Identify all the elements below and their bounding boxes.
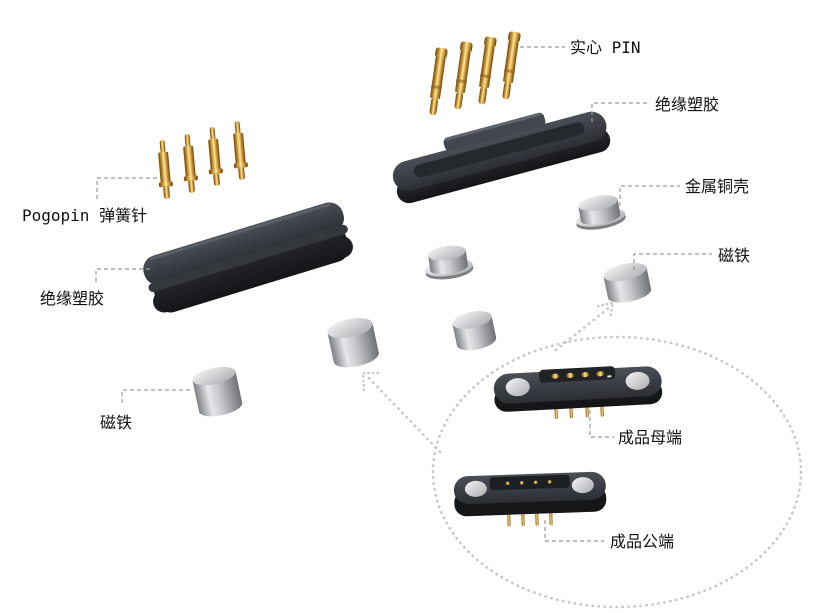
pogo-pin [230,120,250,181]
magnet-left [192,366,243,417]
pogo-pin [205,126,225,187]
copper-shell-center [425,245,474,280]
magnet-bottom-edge [456,332,497,351]
magnet-top-face [452,311,492,329]
guide-arrow-to-magnet-left [361,371,442,454]
connector-contact-insert [489,474,570,491]
solid-pins [426,31,521,117]
label-insulator-left: 绝缘塑胶 [40,289,104,308]
pogo-pin [155,139,175,200]
contact-dot [547,480,552,484]
connector-magnet-face [505,378,530,397]
callout-line-male-finished [544,520,604,542]
magnet-top-face [327,317,373,339]
label-magnet-left: 磁铁 [100,413,132,432]
insulator-male [143,202,353,313]
pogo-pin [180,133,200,194]
callout-line-pogopin [96,177,157,200]
insulator-top-highlight [150,203,330,261]
solid-pin [475,36,497,106]
insulator-recess [414,122,585,178]
guide-arrowhead-icon [596,301,615,320]
callout-line-magnet-right [633,253,712,270]
contact-dot [566,372,575,378]
insulator-lip-highlight [444,112,542,141]
shell-body-edge [580,210,621,225]
connector-magnet-face [625,371,650,390]
copper-shell-top [575,195,626,230]
insulator-ledge [148,224,348,293]
guide-arrowhead-icon [361,371,382,392]
shell-top-face [578,195,618,211]
magnet-right [603,262,652,303]
magnet-middle-left [327,317,379,368]
contact-dot [533,480,538,484]
magnet-bottom-edge [607,284,652,303]
label-insulator-top: 绝缘塑胶 [655,95,719,114]
callout-line-insulator-left [95,268,150,285]
label-copper-shell: 金属铜壳 [685,177,749,196]
callout-line-copper-shell [619,185,680,206]
label-magnet-right: 磁铁 [718,246,750,265]
insulator-lip [443,112,546,152]
magnet-bottom-edge [333,347,379,368]
guide-arrow-line [366,375,442,454]
contact-dot [505,481,510,485]
magnet-center [452,311,497,351]
guide-arrow-line [554,305,612,352]
finished-female-connector [493,366,663,420]
contact-dot [519,481,524,485]
shell-body-edge [430,261,468,275]
pogo-pins [155,120,250,200]
polarity-mark [607,375,612,378]
insulator-female [392,111,611,204]
finished-male-connector [453,471,607,527]
finished-parts-dotted-ring [431,335,803,609]
callout-line-magnet-left [121,389,190,406]
magnet-top-face [192,366,236,386]
label-solid-pin: 实心 PIN [570,38,641,57]
label-female-finished: 成品母端 [618,428,682,447]
connector-magnet-face [464,480,487,497]
label-male-finished: 成品公端 [610,532,674,551]
magnet-top-face [603,262,647,282]
solid-pin [499,31,521,101]
magnet-bottom-edge [199,398,243,417]
connector-top-face [493,366,662,404]
callout-line-insulator-top [591,102,650,122]
connector-magnet-face [571,477,594,494]
insulator-top-face [143,202,344,285]
shell-top-face [428,245,466,261]
solid-pin [451,41,473,111]
callout-line-female-finished [589,410,614,438]
solid-pin [426,47,448,117]
contact-dot [581,372,590,378]
contact-dot [596,371,605,377]
guide-arrow-to-magnet-right [554,301,615,352]
contact-dot [551,373,560,379]
label-pogopin: Pogopin 弹簧针 [22,206,147,225]
connector-contact-ledge [539,366,616,383]
